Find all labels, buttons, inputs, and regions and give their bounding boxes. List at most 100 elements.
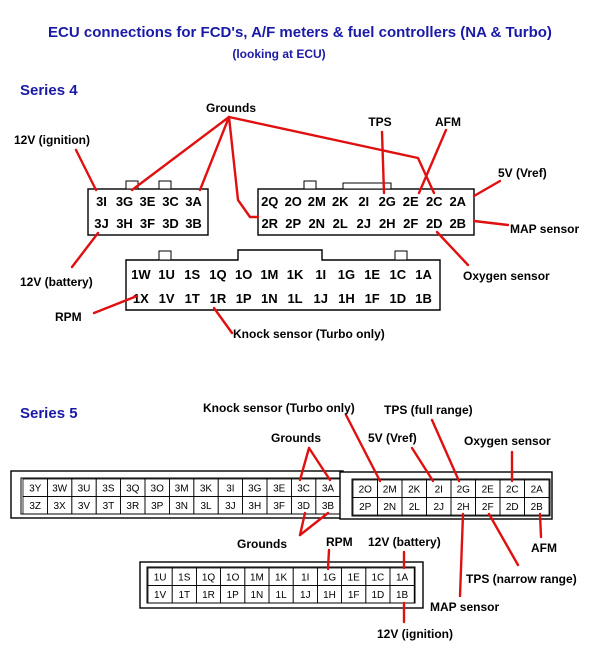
pin-label: 3C	[162, 194, 179, 209]
pin-label: 2B	[531, 502, 544, 513]
pin-cell	[389, 585, 415, 604]
series5-wires	[298, 413, 543, 624]
pin-label: 3J	[225, 501, 236, 512]
pin-label: 3H	[116, 216, 133, 231]
pin-label: 2H	[457, 502, 470, 513]
pin-label: 2N	[308, 216, 325, 231]
wire5-ground-3d	[298, 511, 307, 537]
pin-label: 1U	[154, 572, 167, 583]
pin-label: 3I	[96, 194, 107, 209]
pin-label: 3U	[78, 483, 91, 494]
pin-label: 3A	[185, 194, 202, 209]
pin-label: 3I	[226, 483, 234, 494]
wire5-ground-3b	[298, 511, 330, 537]
series4-heading: Series 4	[20, 82, 78, 99]
pin-label: 2M	[383, 484, 397, 495]
pin-label: 3B	[322, 501, 335, 512]
pin-label: 2M	[308, 194, 326, 209]
pin-label: 2F	[403, 216, 418, 231]
pin-label: 2H	[379, 216, 396, 231]
pin-label: 3F	[140, 216, 155, 231]
wire-ground-3a	[198, 115, 231, 192]
pin-label: 2D	[506, 502, 519, 513]
s5-label-map: MAP sensor	[430, 600, 499, 614]
pin-label: 3D	[162, 216, 179, 231]
s4-label-map: MAP sensor	[510, 222, 579, 236]
pin-label: 3P	[151, 501, 164, 512]
wire5-vref	[410, 446, 435, 483]
wire-rpm	[92, 294, 139, 315]
pin-label: 3B	[185, 216, 202, 231]
s5-label-grounds-bottom: Grounds	[237, 537, 287, 551]
pin-label: 3M	[175, 483, 189, 494]
pin-label: 1C	[390, 267, 407, 282]
pin-label: 3Q	[126, 483, 140, 494]
pin-label: 2E	[403, 194, 419, 209]
wire5-rpm	[326, 548, 331, 571]
pin-label: 2D	[426, 216, 443, 231]
pin-label: 1Q	[209, 267, 226, 282]
s4-label-tps: TPS	[368, 115, 391, 129]
pin-label: 1O	[226, 572, 240, 583]
wire-tps	[380, 130, 386, 195]
pin-label: 2I	[358, 194, 369, 209]
pin-label: 1J	[300, 590, 311, 601]
pin-label: 2I	[435, 484, 443, 495]
pin-label: 3C	[297, 483, 310, 494]
pin-label: 3O	[151, 483, 165, 494]
pin-label: 2K	[332, 194, 349, 209]
pin-label: 3X	[53, 501, 66, 512]
pin-label: 2F	[482, 502, 494, 513]
s4-label-12v-battery: 12V (battery)	[20, 275, 93, 289]
pin-label: 3K	[200, 483, 213, 494]
pin-label: 2P	[359, 502, 372, 513]
pin-label: 1K	[275, 572, 288, 583]
pin-label: 2C	[426, 194, 443, 209]
wire-ground-2r	[227, 115, 260, 219]
pin-label: 1J	[314, 291, 328, 306]
series4-wires	[70, 115, 510, 335]
pin-label: 2B	[449, 216, 466, 231]
s4-label-oxygen: Oxygen sensor	[463, 269, 550, 283]
diagram-subtitle: (looking at ECU)	[232, 47, 325, 61]
pin-label: 1T	[185, 291, 200, 306]
pin-label: 1P	[236, 291, 252, 306]
pin-label: 1R	[210, 291, 227, 306]
s4-label-rpm: RPM	[55, 310, 82, 324]
diagram-title: ECU connections for FCD's, A/F meters & …	[48, 24, 552, 41]
pin-label: 3A	[322, 483, 335, 494]
pin-label: 2G	[457, 484, 471, 495]
pin-label: 2A	[449, 194, 466, 209]
pin-label: 3F	[273, 501, 285, 512]
pin-label: 1F	[348, 590, 360, 601]
pin-label: 2L	[409, 502, 421, 513]
pin-label: 2N	[383, 502, 396, 513]
pin-label: 2J	[433, 502, 444, 513]
pin-label: 1G	[323, 572, 337, 583]
pin-label: 1X	[133, 291, 149, 306]
pin-label: 1C	[372, 572, 385, 583]
pin-label: 1V	[159, 291, 175, 306]
pin-label: 3Z	[29, 501, 41, 512]
s5-label-vref: 5V (Vref)	[368, 431, 417, 445]
pin-label: 2A	[531, 484, 544, 495]
pin-label: 2R	[261, 216, 278, 231]
pin-label: 2O	[285, 194, 302, 209]
pin-label: 1N	[261, 291, 278, 306]
s5-label-oxygen: Oxygen sensor	[464, 434, 551, 448]
wire-afm	[417, 128, 448, 195]
pin-label: 1L	[276, 590, 288, 601]
pin-label: 1O	[235, 267, 252, 282]
wire5-ground-3a	[307, 446, 332, 482]
pin-label: 1W	[131, 267, 151, 282]
wire-vref	[472, 179, 502, 198]
pin-label: 3G	[248, 483, 262, 494]
wire-map	[472, 219, 510, 227]
wire-12v-ignition	[74, 148, 98, 192]
pin-label: 2E	[482, 484, 495, 495]
pin-label: 1U	[158, 267, 175, 282]
pin-label: 3E	[140, 194, 156, 209]
